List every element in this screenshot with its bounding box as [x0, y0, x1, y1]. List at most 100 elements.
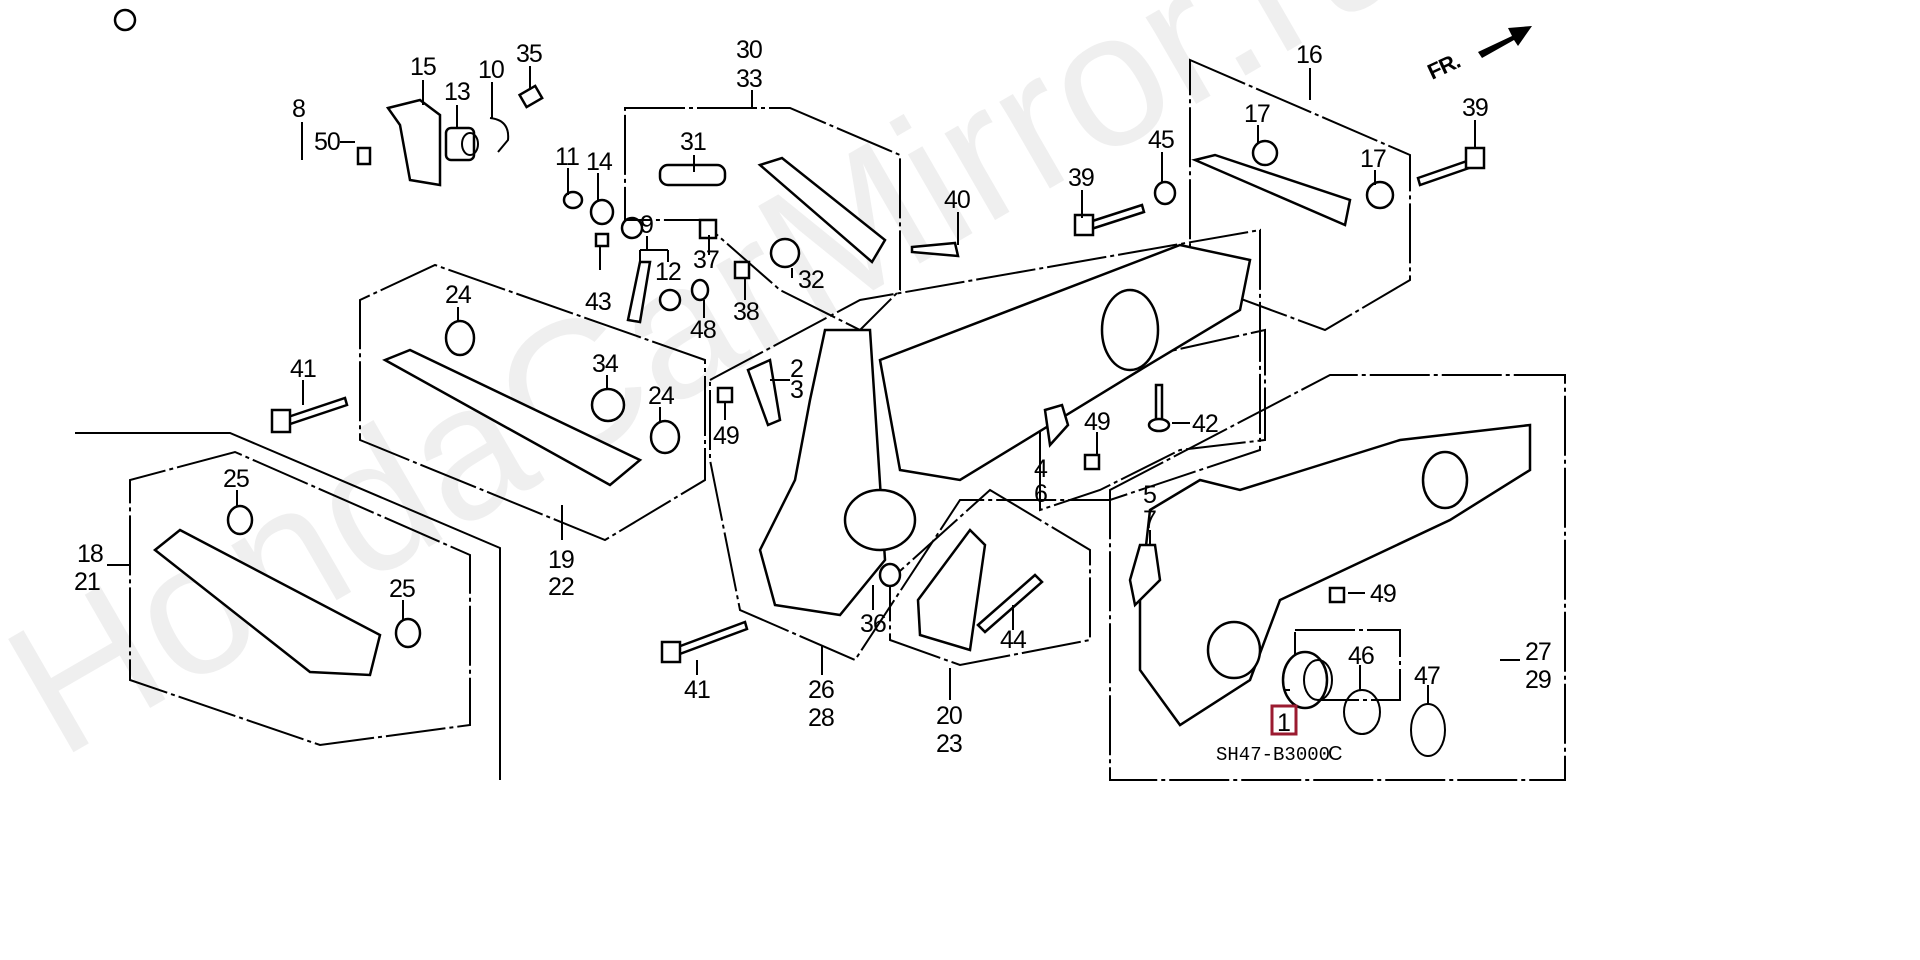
label-49a[interactable]: 49 [713, 422, 740, 450]
label-19[interactable]: 19 [548, 546, 575, 574]
bolt-35 [517, 84, 544, 109]
frame-divider [75, 432, 501, 780]
label-45[interactable]: 45 [1148, 126, 1175, 154]
nut-36 [878, 562, 902, 588]
label-28[interactable]: 28 [808, 704, 835, 732]
washer-48 [690, 278, 710, 302]
label-3[interactable]: 3 [790, 376, 804, 404]
label-21[interactable]: 21 [74, 568, 101, 596]
bolt-42 [1147, 383, 1171, 433]
bolt-38 [733, 260, 751, 280]
label-30[interactable]: 30 [736, 36, 763, 64]
label-27[interactable]: 27 [1525, 638, 1552, 666]
label-34[interactable]: 34 [592, 350, 620, 378]
label-25a[interactable]: 25 [223, 465, 250, 493]
plate-20-23 [916, 528, 987, 652]
bolt-41b [660, 620, 749, 664]
label-29[interactable]: 29 [1525, 666, 1552, 694]
part-labels: 8 15 13 10 35 50 11 14 9 12 43 48 37 38 … [74, 36, 1552, 758]
label-15[interactable]: 15 [410, 53, 437, 81]
bushing-25b [394, 617, 422, 649]
label-49b[interactable]: 49 [1084, 408, 1111, 436]
label-42[interactable]: 42 [1192, 410, 1219, 438]
label-40[interactable]: 40 [944, 186, 971, 214]
label-17b[interactable]: 17 [1360, 145, 1387, 173]
bolt-49a [716, 386, 734, 404]
bolt-43 [594, 232, 610, 248]
label-22[interactable]: 22 [548, 573, 575, 601]
bracket-5-7 [1128, 543, 1162, 608]
label-32[interactable]: 32 [798, 266, 825, 294]
label-13[interactable]: 13 [444, 78, 471, 106]
arm-16 [1191, 153, 1352, 227]
frame-19-22 [359, 263, 706, 542]
label-48[interactable]: 48 [690, 316, 717, 344]
label-5[interactable]: 5 [1143, 481, 1157, 509]
bushing-24a [444, 319, 476, 357]
label-9[interactable]: 9 [640, 211, 654, 239]
highlight-box [1270, 704, 1298, 736]
bracket-15 [385, 98, 442, 187]
label-26[interactable]: 26 [808, 676, 835, 704]
washer-45 [1153, 180, 1177, 206]
label-39b[interactable]: 39 [1462, 94, 1489, 122]
arrow-icon [1478, 26, 1532, 58]
bushing-32 [769, 237, 801, 269]
label-1[interactable]: 1 [1277, 709, 1291, 737]
label-23[interactable]: 23 [936, 730, 963, 758]
bracket-4-6 [1043, 403, 1070, 448]
leader-lines [107, 66, 1520, 705]
label-18[interactable]: 18 [77, 540, 104, 568]
frame-26-28 [709, 228, 1261, 662]
label-39a[interactable]: 39 [1068, 164, 1095, 192]
bushing-12 [658, 288, 682, 312]
label-47[interactable]: 47 [1414, 662, 1441, 690]
bushing-31 [658, 163, 727, 187]
bolt-50 [356, 146, 372, 166]
collar-11 [562, 190, 584, 210]
label-41a[interactable]: 41 [290, 355, 317, 383]
label-20[interactable]: 20 [936, 702, 963, 730]
label-4[interactable]: 4 [1034, 455, 1049, 483]
bushing-14 [589, 198, 615, 226]
bolt-40 [910, 241, 960, 258]
label-33[interactable]: 33 [736, 65, 763, 93]
label-10[interactable]: 10 [478, 56, 505, 84]
frame-27-29 [1109, 374, 1566, 781]
label-11[interactable]: 11 [555, 143, 580, 171]
frame-18-21 [129, 450, 471, 747]
label-31[interactable]: 31 [680, 128, 707, 156]
label-12[interactable]: 12 [655, 258, 682, 286]
label-16[interactable]: 16 [1296, 41, 1323, 69]
direction-label: FR. [1424, 48, 1464, 84]
label-50[interactable]: 50 [314, 128, 341, 156]
label-36[interactable]: 36 [860, 610, 887, 638]
link-9 [626, 260, 652, 324]
label-37[interactable]: 37 [693, 246, 720, 274]
label-49c[interactable]: 49 [1370, 580, 1397, 608]
label-7[interactable]: 7 [1143, 506, 1157, 534]
label-17a[interactable]: 17 [1244, 100, 1271, 128]
label-14[interactable]: 14 [586, 148, 614, 176]
trailing-arm-27-29 [1138, 423, 1532, 727]
label-25b[interactable]: 25 [389, 575, 416, 603]
trailing-arm [878, 243, 1252, 482]
label-2[interactable]: 2 [790, 355, 804, 383]
bushing-13 [444, 126, 479, 162]
bolt-49b [1083, 453, 1101, 471]
frame-20-23 [889, 488, 1091, 667]
label-43[interactable]: 43 [585, 288, 612, 316]
label-44[interactable]: 44 [1000, 626, 1028, 654]
bolt-39b [1416, 146, 1486, 187]
label-6[interactable]: 6 [1034, 480, 1048, 508]
label-24a[interactable]: 24 [445, 281, 473, 309]
label-38[interactable]: 38 [733, 298, 760, 326]
diagram-code: SH47-B3000 [1216, 744, 1330, 766]
label-35[interactable]: 35 [516, 40, 543, 68]
label-41b[interactable]: 41 [684, 676, 711, 704]
label-46[interactable]: 46 [1348, 642, 1375, 670]
label-24b[interactable]: 24 [648, 382, 676, 410]
snap-ring-46 [1343, 689, 1381, 735]
label-8[interactable]: 8 [292, 95, 306, 123]
